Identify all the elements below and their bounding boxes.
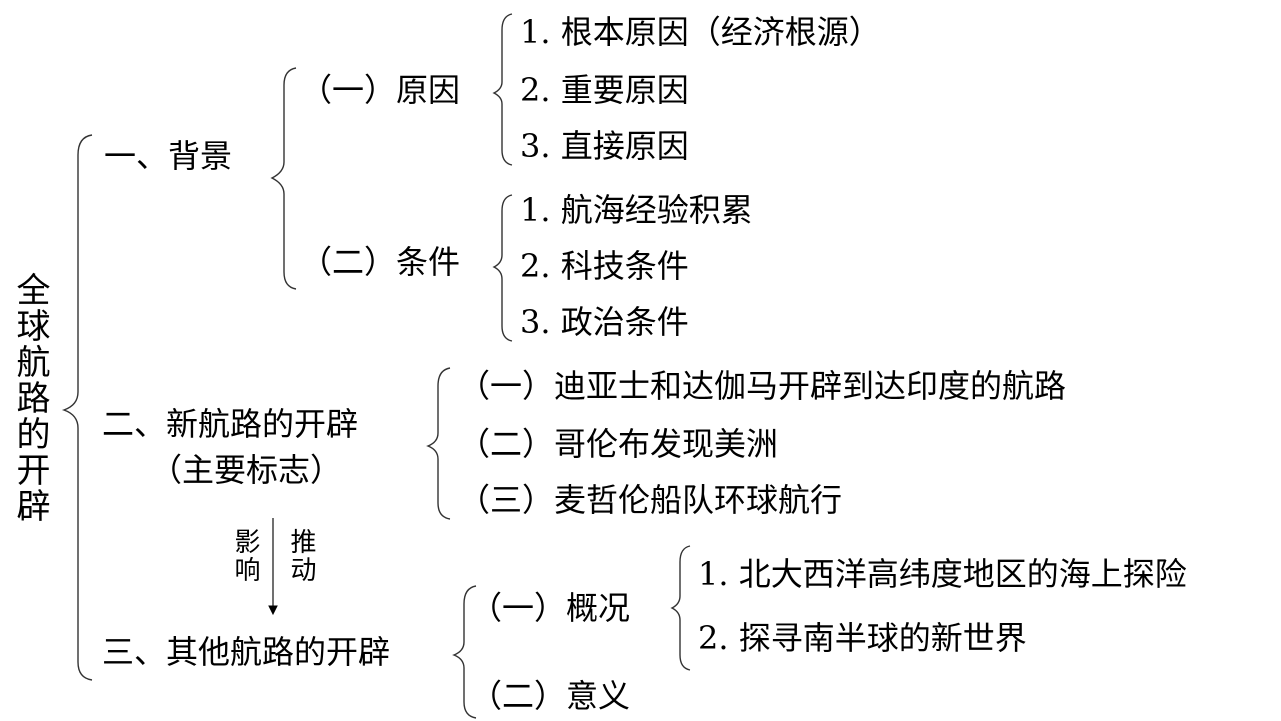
section-new-routes-sublabel: （主要标志） — [150, 451, 343, 489]
condition-item: 1. 航海经验积累 — [520, 191, 753, 229]
section-background-label: 一、背景 — [104, 137, 233, 175]
section-new-routes-label: 二、新航路的开辟 — [102, 405, 359, 443]
section2-brace — [426, 367, 451, 520]
route-item: （二）哥伦布发现美洲 — [458, 425, 779, 463]
section-other-routes-label: 三、其他航路的开辟 — [102, 633, 391, 671]
arrow-label-influence: 影响 — [230, 528, 260, 584]
section1-brace — [270, 67, 297, 290]
reason-item: 3. 直接原因 — [520, 127, 689, 165]
conditions-label: （二）条件 — [300, 243, 461, 281]
condition-item: 3. 政治条件 — [520, 303, 689, 341]
arrow-head — [268, 605, 278, 616]
overview-label: （一）概况 — [470, 589, 631, 627]
root-title: 全球航路的开辟 — [10, 272, 50, 524]
reasons-brace — [492, 13, 513, 166]
arrow-label-promote: 推动 — [286, 528, 316, 584]
condition-item: 2. 科技条件 — [520, 247, 689, 285]
reason-item: 1. 根本原因（经济根源） — [520, 13, 881, 51]
conditions-brace — [492, 194, 513, 342]
significance-label: （二）意义 — [470, 677, 631, 715]
reasons-label: （一）原因 — [300, 71, 461, 109]
overview-brace — [670, 545, 691, 671]
reason-item: 2. 重要原因 — [520, 71, 689, 109]
route-item: （三）麦哲伦船队环球航行 — [458, 481, 843, 519]
overview-item: 2. 探寻南半球的新世界 — [698, 619, 1027, 657]
route-item: （一）迪亚士和达伽马开辟到达印度的航路 — [458, 367, 1067, 405]
root-brace — [61, 134, 93, 681]
overview-item: 1. 北大西洋高纬度地区的海上探险 — [698, 555, 1187, 593]
